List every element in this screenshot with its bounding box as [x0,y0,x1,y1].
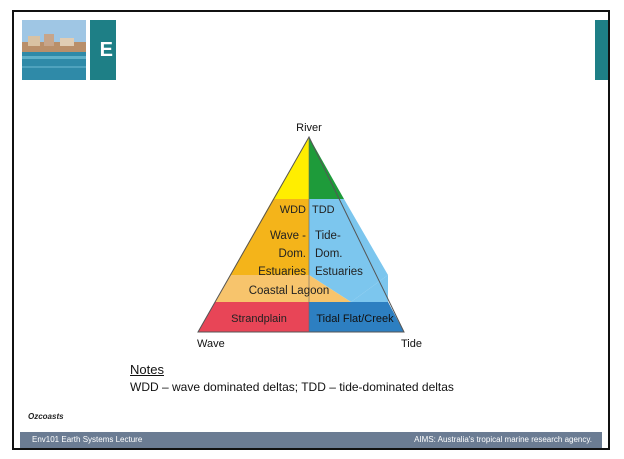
label-tide-estuaries-2: Dom. [315,248,342,260]
apex-label-river: River [296,122,322,134]
label-tide-estuaries-1: Tide- [315,230,341,242]
footer-course-title: Env101 Earth Systems Lecture [32,435,143,444]
label-tide-estuaries-3: Estuaries [315,266,363,278]
label-tidal-flat: Tidal Flat/Creek [316,313,394,325]
apex-label-tide: Tide [401,338,422,350]
label-wdd: WDD [280,204,306,216]
label-coastal-lagoon: Coastal Lagoon [249,285,330,297]
notes-text: WDD – wave dominated deltas; TDD – tide-… [130,380,454,394]
estuary-classification-diagram: River Wave Tide WDD TDD Wave - Dom. Estu… [189,117,449,362]
title-tab-right [595,20,608,80]
footer-bar: Env101 Earth Systems Lecture AIMS: Austr… [20,432,602,448]
label-tdd: TDD [312,204,335,216]
source-credit: Ozcoasts [28,412,64,421]
notes-heading: Notes [130,362,164,377]
apex-label-wave: Wave [197,338,225,350]
label-wave-estuaries-1: Wave - [270,230,306,242]
header-photo [22,20,86,80]
title-tab: E [90,20,116,80]
slide: E River Wave Tide WDD TDD Wave - Dom. E [12,10,610,450]
region-tidal-flat [309,302,404,332]
label-strandplain: Strandplain [231,313,287,325]
label-wave-estuaries-3: Estuaries [258,266,306,278]
region-tdd [309,137,344,199]
region-strandplain [198,302,309,332]
region-wave-estuaries [230,199,309,275]
notes-block: Notes WDD – wave dominated deltas; TDD –… [130,362,454,394]
region-coastal-lagoon [215,275,351,302]
label-wave-estuaries-2: Dom. [279,248,306,260]
footer-tagline: AIMS: Australia's tropical marine resear… [414,435,592,444]
region-tide-estuaries [309,199,388,302]
